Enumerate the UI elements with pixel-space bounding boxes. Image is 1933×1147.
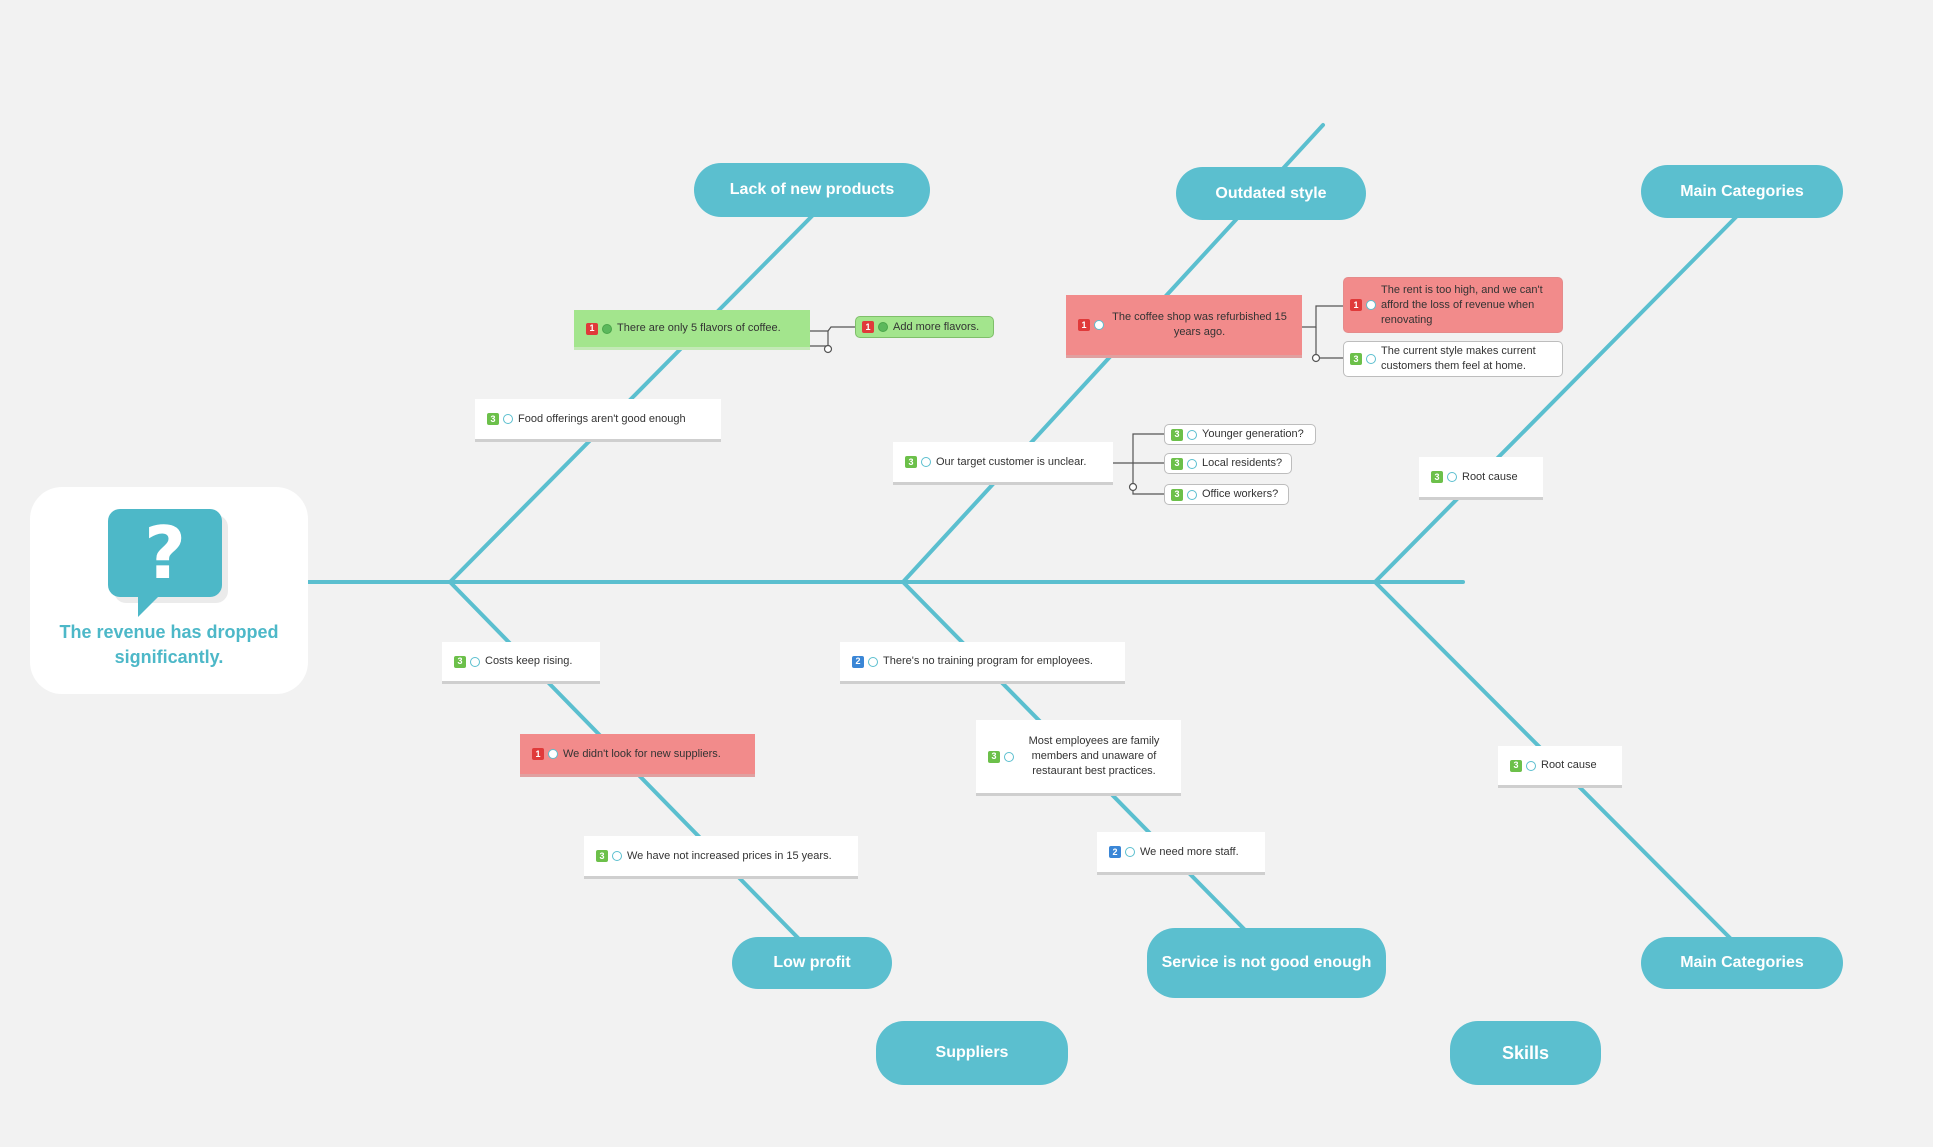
topic-text: The current style makes current customer… [1381,345,1536,372]
task-complete-icon[interactable] [602,323,612,334]
task-checkbox-icon[interactable] [1366,300,1376,310]
subtopic-node-rent[interactable]: 1 The rent is too high, and we can't aff… [1343,277,1563,333]
priority-badge-icon: 3 [905,456,917,468]
topic-node-more-staff[interactable]: 2 We need more staff. [1097,832,1265,875]
topic-text: Add more flavors. [893,320,980,333]
priority-badge-icon: 3 [1171,457,1183,470]
topic-text: Our target customer is unclear. [936,455,1087,468]
priority-badge-icon: 3 [596,850,608,862]
task-checkbox-icon[interactable] [1366,354,1376,364]
topic-text: Local residents? [1202,457,1283,469]
priority-badge-icon: 2 [852,655,864,668]
priority-badge-icon: 3 [1350,353,1362,365]
task-complete-icon[interactable] [878,322,888,332]
task-checkbox-icon[interactable] [1187,429,1197,440]
priority-badge-icon: 1 [532,748,544,760]
question-mark-glyph: ? [144,511,186,595]
topic-text: There's no training program for employee… [883,655,1093,667]
topic-text: Most employees are family members and un… [1028,735,1160,777]
priority-badge-icon: 3 [1171,488,1183,501]
bone-lack-new-products [448,211,817,584]
subtopic-node-add-flavors[interactable]: 1 Add more flavors. [855,316,994,338]
category-low-profit[interactable]: Low profit [732,937,892,989]
topic-text: Food offerings aren't good enough [518,412,686,425]
topic-text: The coffee shop was refurbished 15 years… [1112,311,1287,338]
task-checkbox-icon[interactable] [1447,472,1457,482]
connector-dot-refurbished [1311,353,1321,363]
priority-badge-icon: 3 [487,413,499,425]
subtopic-node-current-style[interactable]: 3 The current style makes current custom… [1343,341,1563,377]
category-outdated-style[interactable]: Outdated style [1176,167,1366,220]
task-checkbox-icon[interactable] [1187,489,1197,500]
topic-text: We have not increased prices in 15 years… [627,849,832,862]
topic-node-root-cause-top[interactable]: 3 Root cause [1419,457,1543,500]
task-checkbox-icon[interactable] [1125,847,1135,857]
task-checkbox-icon[interactable] [1526,760,1536,771]
task-checkbox-icon[interactable] [470,656,480,667]
topic-text: There are only 5 flavors of coffee. [617,322,781,334]
topic-text: Costs keep rising. [485,655,573,667]
category-skills[interactable]: Skills [1450,1021,1601,1085]
task-checkbox-icon[interactable] [612,851,622,861]
connector-dot-target [1128,482,1138,492]
priority-badge-icon: 1 [586,322,598,335]
topic-node-new-suppliers[interactable]: 1 We didn't look for new suppliers. [520,734,755,777]
head-problem-card[interactable]: ? The revenue has dropped significantly. [30,487,308,694]
topic-text: Office workers? [1202,488,1279,500]
topic-node-root-cause-bottom[interactable]: 3 Root cause [1498,746,1622,788]
category-suppliers[interactable]: Suppliers [876,1021,1068,1085]
subtopic-node-younger-generation[interactable]: 3 Younger generation? [1164,424,1316,445]
topic-text: The rent is too high, and we can't affor… [1381,283,1543,326]
topic-node-training[interactable]: 2 There's no training program for employ… [840,642,1125,684]
priority-badge-icon: 1 [1078,319,1090,331]
topic-text: Root cause [1541,759,1597,771]
priority-badge-icon: 1 [862,321,874,333]
priority-badge-icon: 3 [1431,471,1443,483]
head-problem-text: The revenue has dropped significantly. [59,622,279,667]
subtopic-node-office-workers[interactable]: 3 Office workers? [1164,484,1289,505]
priority-badge-icon: 3 [988,750,1000,763]
task-checkbox-icon[interactable] [1094,320,1104,330]
bone-main-categories-top [1373,214,1739,584]
topic-text: Root cause [1462,470,1518,483]
priority-badge-icon: 3 [1510,759,1522,772]
connector-add-flavors-b [827,326,855,332]
priority-badge-icon: 2 [1109,846,1121,858]
connector-refurbished [1302,305,1343,328]
connector-dot-flavors [823,344,833,354]
topic-node-food-offerings[interactable]: 3 Food offerings aren't good enough [475,399,721,442]
subtopic-node-local-residents[interactable]: 3 Local residents? [1164,453,1292,474]
task-checkbox-icon[interactable] [921,457,931,467]
category-service-not-good-enough[interactable]: Service is not good enough [1147,928,1386,998]
topic-node-target-customer[interactable]: 3 Our target customer is unclear. [893,442,1113,485]
category-lack-of-new-products[interactable]: Lack of new products [694,163,930,217]
connector-target-c [1132,463,1164,495]
topic-text: We didn't look for new suppliers. [563,747,721,760]
topic-node-refurbished[interactable]: 1 The coffee shop was refurbished 15 yea… [1066,295,1302,358]
connector-add-flavors [810,330,829,347]
topic-text: We need more staff. [1140,845,1239,858]
priority-badge-icon: 3 [1171,428,1183,441]
topic-text: Younger generation? [1202,428,1304,440]
task-checkbox-icon[interactable] [1187,458,1197,469]
topic-node-prices[interactable]: 3 We have not increased prices in 15 yea… [584,836,858,879]
category-main-categories-bottom[interactable]: Main Categories [1641,937,1843,989]
priority-badge-icon: 3 [454,655,466,668]
priority-badge-icon: 1 [1350,299,1362,311]
task-checkbox-icon[interactable] [1004,751,1014,762]
topic-node-family-members[interactable]: 3 Most employees are family members and … [976,720,1181,796]
topic-node-flavors[interactable]: 1 There are only 5 flavors of coffee. [574,310,810,350]
topic-node-costs-rising[interactable]: 3 Costs keep rising. [442,642,600,684]
connector-target [1113,433,1164,464]
category-main-categories-top[interactable]: Main Categories [1641,165,1843,218]
task-checkbox-icon[interactable] [503,414,513,424]
connector-refurbished-b [1315,327,1343,359]
task-checkbox-icon[interactable] [548,749,558,759]
task-checkbox-icon[interactable] [868,656,878,667]
question-bubble-icon: ? [108,509,222,617]
